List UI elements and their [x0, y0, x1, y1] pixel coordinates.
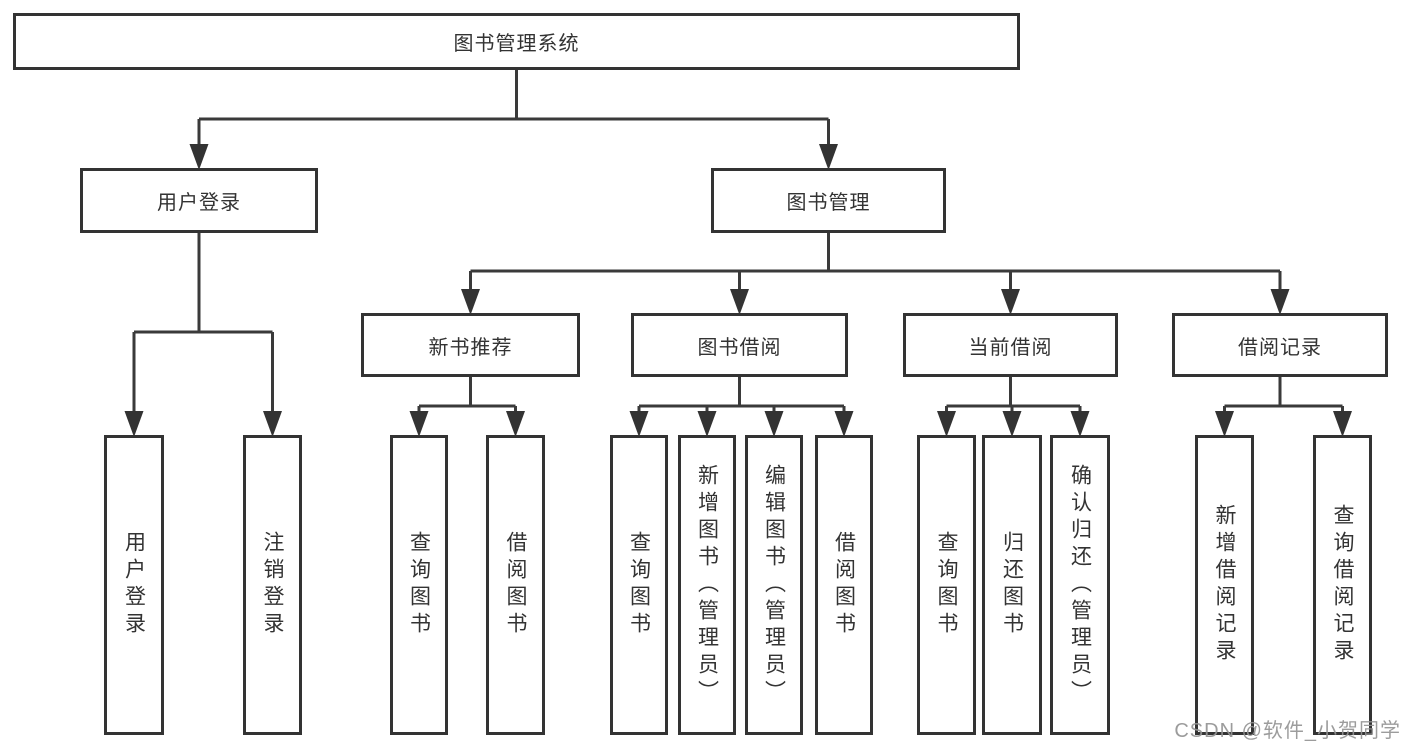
leaf-label: 借阅图书	[832, 531, 856, 639]
node-book-management: 图书管理	[711, 168, 946, 233]
arrowhead	[764, 411, 784, 437]
node-leaf-query-books-2: 查询图书	[610, 435, 668, 735]
arrowhead	[834, 411, 854, 437]
arrowhead	[1002, 411, 1022, 437]
node-leaf-edit-books-admin: 编辑图书（管理员）	[745, 435, 803, 735]
leaf-label: 编辑图书（管理员）	[762, 463, 786, 707]
leaf-label: 确认归还（管理员）	[1068, 463, 1092, 707]
node-leaf-user-login: 用户登录	[104, 435, 164, 735]
arrowhead	[1001, 289, 1020, 315]
arrowhead	[506, 411, 525, 437]
leaf-label: 注销登录	[261, 531, 284, 639]
arrowhead	[263, 411, 282, 437]
arrowhead	[937, 411, 956, 437]
connectors-book-borrow	[629, 377, 854, 437]
node-leaf-borrow-books-2: 借阅图书	[815, 435, 873, 735]
node-leaf-confirm-return-admin: 确认归还（管理员）	[1050, 435, 1110, 735]
node-root-system: 图书管理系统	[13, 13, 1020, 70]
arrowhead	[629, 411, 649, 437]
arrowhead	[819, 144, 838, 170]
connectors-current-borrow	[937, 377, 1090, 437]
csdn-watermark: CSDN @软件_小贺同学	[1174, 720, 1401, 742]
node-leaf-return-books: 归还图书	[982, 435, 1042, 735]
arrowhead	[730, 289, 749, 315]
connectors-new-book-recommend	[409, 377, 525, 437]
connectors-user-login	[124, 233, 282, 437]
node-user-login: 用户登录	[80, 168, 318, 233]
leaf-label: 借阅图书	[504, 531, 527, 639]
connector-line	[417, 377, 517, 415]
node-book-borrow: 图书借阅	[631, 313, 848, 377]
connectors-book-management	[461, 233, 1290, 315]
connector-line	[1223, 377, 1344, 415]
arrowhead	[1333, 411, 1352, 437]
leaf-label: 查询图书	[935, 531, 958, 639]
arrowhead	[697, 411, 717, 437]
arrowhead	[189, 144, 209, 170]
leaf-label: 查询图书	[407, 531, 431, 639]
node-leaf-query-borrow-record: 查询借阅记录	[1313, 435, 1372, 735]
connector-line	[132, 233, 274, 415]
leaf-label: 新增借阅记录	[1213, 504, 1236, 666]
leaf-label: 查询借阅记录	[1331, 504, 1354, 666]
connector-line	[637, 377, 846, 415]
leaf-label: 查询图书	[627, 531, 651, 639]
arrowhead	[461, 289, 480, 315]
node-leaf-borrow-books-1: 借阅图书	[486, 435, 545, 735]
node-leaf-query-books-1: 查询图书	[390, 435, 448, 735]
node-new-book-recommend: 新书推荐	[361, 313, 580, 377]
node-leaf-add-books-admin: 新增图书（管理员）	[678, 435, 736, 735]
arrowhead	[124, 411, 144, 437]
node-current-borrow: 当前借阅	[903, 313, 1118, 377]
node-leaf-logout: 注销登录	[243, 435, 302, 735]
leaf-label: 新增图书（管理员）	[695, 463, 719, 707]
leaf-label: 归还图书	[1000, 531, 1024, 639]
connectors-borrow-records	[1215, 377, 1352, 437]
connector-line	[469, 233, 1282, 293]
connectors-root	[189, 70, 838, 170]
connector-line	[945, 377, 1082, 415]
node-leaf-add-borrow-record: 新增借阅记录	[1195, 435, 1254, 735]
arrowhead	[1270, 289, 1290, 315]
connector-line	[197, 70, 830, 148]
node-leaf-query-books-3: 查询图书	[917, 435, 976, 735]
arrowhead	[1215, 411, 1234, 437]
arrowhead	[409, 411, 429, 437]
node-borrow-records: 借阅记录	[1172, 313, 1388, 377]
leaf-label: 用户登录	[122, 531, 146, 639]
arrowhead	[1070, 411, 1090, 437]
